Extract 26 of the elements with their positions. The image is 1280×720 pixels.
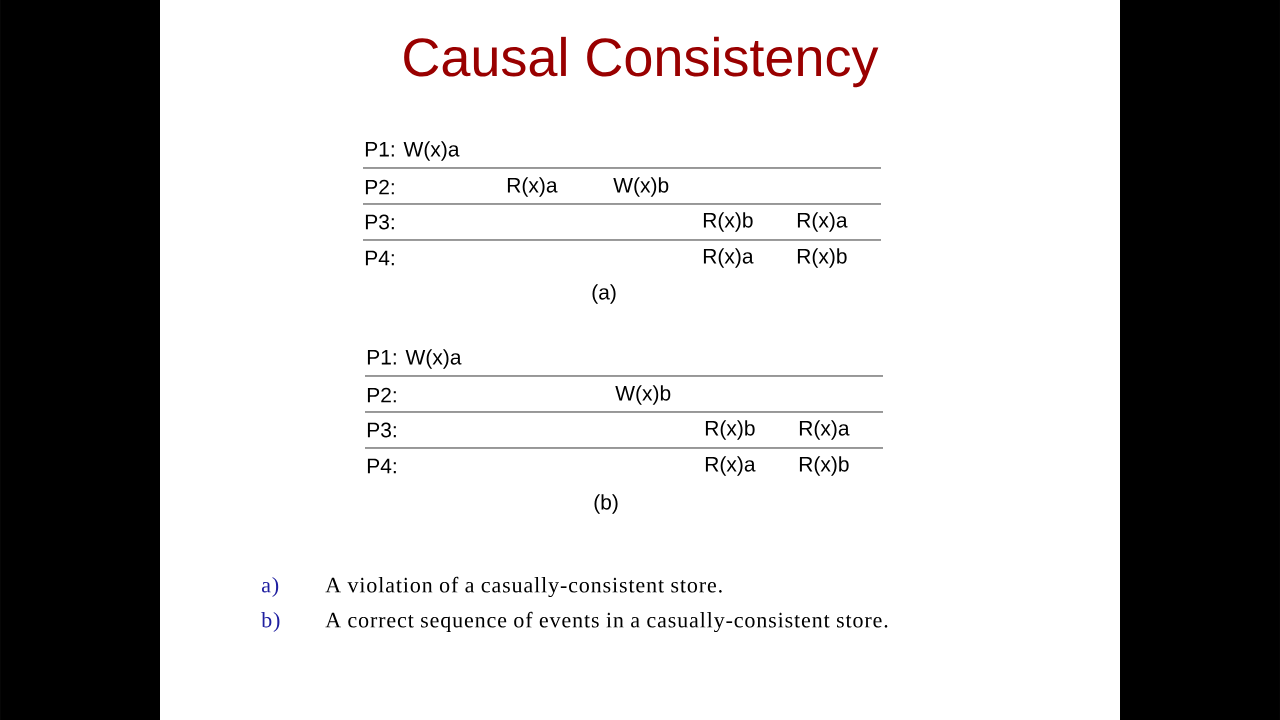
list-marker: b) [261,612,280,632]
operation-label: R(x)b [799,456,849,476]
process-label: P2: [365,179,394,195]
operation-label: R(x)a [705,456,756,476]
process-label: P4: [367,458,396,474]
slide-title: Causal Consistency [404,36,879,88]
operation-label: R(x)b [797,248,847,268]
caption-text: A violation of a casually-consistent store. [325,576,722,598]
list-marker: a) [262,577,279,597]
process-label: P1: W(x)a [365,141,460,161]
operation-label: R(x)b [703,212,753,232]
process-label: P4: [365,250,394,266]
operation-label: W(x)b [613,177,669,197]
operation-label: R(x)a [799,420,850,440]
process-label: P3: [367,422,396,438]
process-label: P3: [365,214,394,230]
operation-label: R(x)a [797,212,848,232]
process-label: P2: [367,387,396,403]
operation-label: R(x)a [507,177,558,197]
figure-caption: (a) [592,284,616,304]
operation-label: R(x)a [703,248,754,268]
caption-text: A correct sequence of events in a casually-consistent store. [325,611,888,633]
figure-caption: (b) [594,494,618,514]
process-label: P1: W(x)a [367,349,462,369]
operation-label: R(x)b [705,420,755,440]
operation-label: W(x)b [615,385,671,405]
